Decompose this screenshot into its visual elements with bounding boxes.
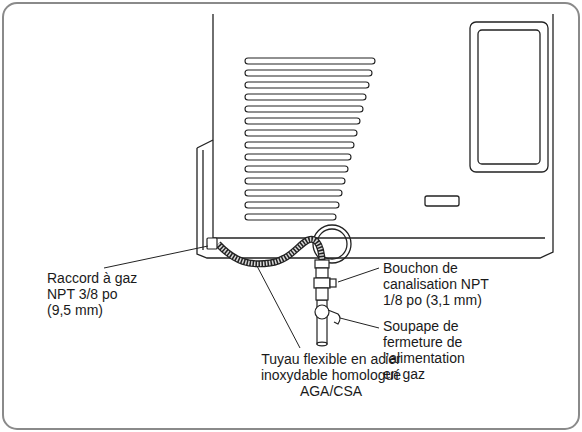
vent-slot (245, 70, 372, 76)
hose-nut (315, 260, 329, 268)
callout-label: Bouchon de canalisation NPT 1/8 po (3,1 … (383, 260, 498, 308)
cabinet-edge (213, 237, 545, 238)
vent-slots (245, 58, 375, 220)
vent-slot (245, 154, 351, 160)
frame-border (3, 3, 579, 429)
nipple (316, 288, 328, 300)
adapter (316, 268, 328, 278)
valve-handle (328, 310, 340, 324)
dryer-cabinet (197, 14, 553, 263)
hose-outline (218, 239, 322, 264)
vent-slot (245, 190, 342, 196)
vent-slot (245, 214, 336, 220)
leader-line (257, 266, 300, 348)
dryer-gas-fitting (207, 238, 217, 249)
vent-slot (245, 106, 363, 112)
gas-hose (218, 239, 322, 264)
back-panel (470, 22, 548, 172)
vent-slot (245, 130, 357, 136)
callout-label: Soupape de fermeture de l’alimentation e… (383, 318, 475, 382)
vent-slot (245, 94, 366, 100)
cabinet-edge (202, 150, 203, 250)
hose-corrugation (218, 239, 322, 264)
cabinet-edge (197, 140, 213, 148)
vent-slot (245, 82, 369, 88)
pipe-end (317, 342, 327, 346)
vent-slot (245, 166, 348, 172)
valve-body (315, 305, 329, 319)
vent-slot (245, 118, 360, 124)
vent-slot (245, 202, 339, 208)
callout-label: Raccord à gaz NPT 3/8 po (9,5 mm) (47, 270, 143, 318)
gas-fittings (207, 238, 340, 346)
vent-slot (245, 58, 375, 64)
cabinet-edge (197, 14, 553, 258)
leader-line (104, 246, 208, 268)
leader-line (338, 268, 379, 282)
cabinet-edge (212, 14, 213, 238)
vent-slot (245, 178, 345, 184)
back-port (425, 196, 459, 206)
leader-lines (104, 246, 379, 348)
leader-line (340, 318, 379, 328)
vent-slot (245, 142, 354, 148)
back-panel (478, 30, 540, 164)
tee-fitting (314, 278, 330, 288)
pipe-plug (330, 279, 336, 287)
